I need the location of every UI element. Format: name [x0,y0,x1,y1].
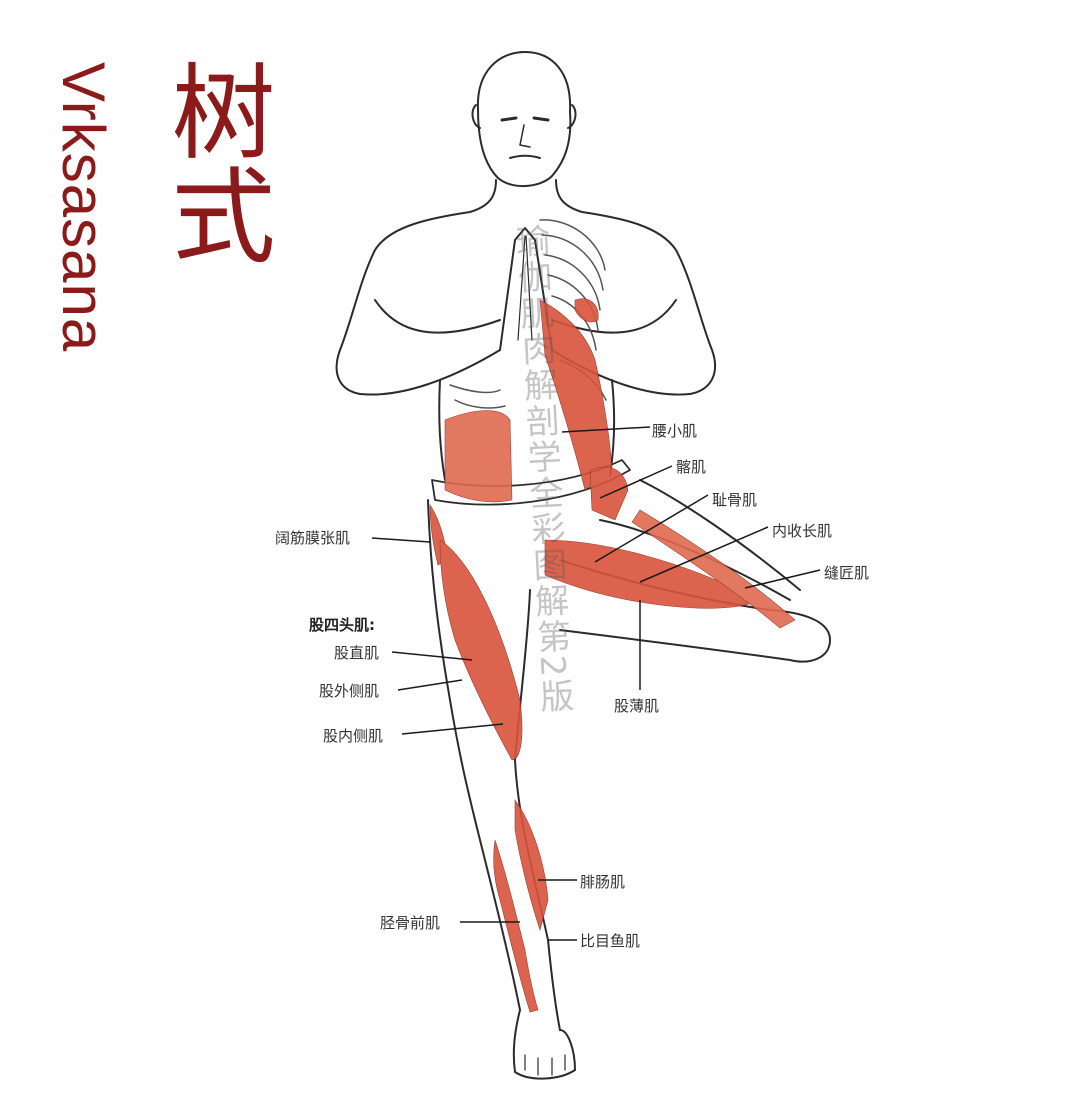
head-outline [476,51,572,187]
label-vastus-medialis: 股内侧肌 [323,727,384,745]
label-psoas-minor: 腰小肌 [652,422,698,440]
pose-title-chinese: 树式 [153,58,275,266]
label-adductor-longus: 内收长肌 [772,522,833,540]
gastrocnemius-muscle [514,799,549,932]
label-gastrocnemius: 腓肠肌 [580,873,626,891]
psoas-minor-muscle [539,299,613,491]
quadriceps-muscle [439,539,523,761]
label-gracilis: 股薄肌 [614,697,660,715]
label-iliacus: 髂肌 [676,458,707,476]
rib-muscle [574,298,599,323]
label-rectus-femoris: 股直肌 [334,644,380,662]
label-pectineus: 耻骨肌 [712,491,758,509]
sartorius-muscle [631,509,796,629]
label-tensor-fasciae-latae: 阔筋膜张肌 [275,529,351,547]
pectineus-adductor-muscle [544,539,761,609]
label-soleus: 比目鱼肌 [580,932,641,950]
tibialis-anterior-muscle [493,839,539,1013]
label-tibialis-anterior: 胫骨前肌 [380,914,441,932]
label-quadriceps-heading: 股四头肌: [309,616,375,634]
abdominal-muscle [444,410,513,503]
label-sartorius: 缝匠肌 [824,564,870,582]
pose-title-sanskrit: Vrksasana [50,62,117,353]
label-vastus-lateralis: 股外侧肌 [319,682,380,700]
